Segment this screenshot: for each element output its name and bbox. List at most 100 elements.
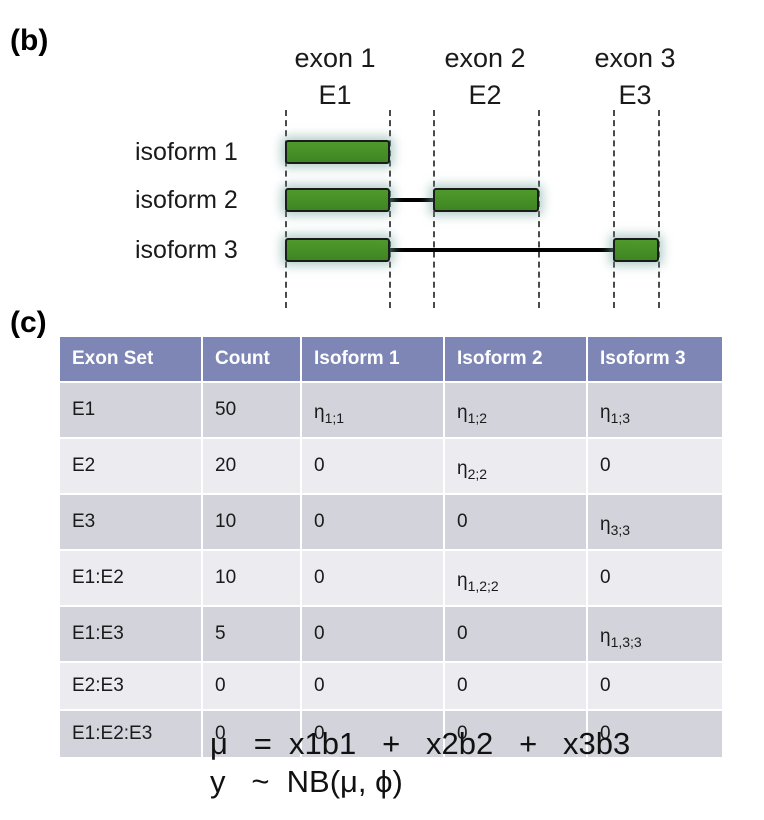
- cell-value: E2: [72, 455, 96, 476]
- cell-value: 0: [457, 723, 468, 744]
- header-exon-set: Exon Set: [60, 337, 203, 382]
- cell-value: 5: [215, 623, 226, 644]
- table-cell: 0: [587, 661, 722, 710]
- cell-value: 50: [215, 399, 237, 420]
- cell-value: 0: [457, 511, 468, 532]
- cell-value: 0: [215, 723, 226, 744]
- cell-value: 0: [314, 675, 325, 696]
- exon3-right-boundary: [658, 110, 660, 308]
- header-isoform-1: Isoform 1: [301, 337, 445, 382]
- panel-c-label: (c): [10, 306, 47, 339]
- cell-value: E2:E3: [72, 675, 124, 696]
- table-cell: η1;1: [301, 381, 445, 438]
- table-cell: 0: [301, 493, 445, 550]
- table-cell: E2: [60, 437, 203, 494]
- cell-value: 10: [215, 511, 237, 532]
- cell-subscript: 1;1: [324, 409, 345, 426]
- cell-value: 0: [314, 455, 325, 476]
- table-cell: 0: [202, 709, 302, 757]
- cell-value: E1:E2: [72, 567, 124, 588]
- panel-b-label: (b): [10, 24, 49, 57]
- exon-id: E2: [468, 80, 502, 110]
- table-cell: η1;2: [444, 381, 588, 438]
- table-cell: E1:E3: [60, 605, 203, 662]
- table-cell: 0: [301, 661, 445, 710]
- table-cell: E1: [60, 381, 203, 438]
- cell-value: 0: [600, 567, 611, 588]
- cell-value: 0: [314, 723, 325, 744]
- cell-value: η: [457, 458, 468, 480]
- table-cell: 0: [587, 437, 722, 494]
- table-cell: η3;3: [587, 493, 722, 550]
- exon1-right-boundary: [389, 110, 391, 308]
- exon-header-2: exon 2 E2: [415, 40, 555, 114]
- table-header-row: Exon Set Count Isoform 1 Isoform 2 Isofo…: [60, 337, 722, 382]
- exon-name: exon 3: [594, 43, 676, 73]
- header-isoform-3: Isoform 3: [587, 337, 722, 382]
- cell-value: η: [457, 402, 468, 424]
- table-cell: 0: [444, 661, 588, 710]
- table-cell: η1,3;3: [587, 605, 722, 662]
- isoform-1-label: isoform 1: [135, 138, 238, 166]
- distribution-formula: y ~ NB(μ, ϕ): [210, 764, 403, 799]
- cell-subscript: 1;3: [610, 409, 631, 426]
- table-cell: 10: [202, 493, 302, 550]
- table-row: E1:E2 10 0 η1,2;2 0: [60, 549, 722, 606]
- table-cell: 0: [301, 605, 445, 662]
- table-cell: E2:E3: [60, 661, 203, 710]
- table-cell: 0: [444, 709, 588, 757]
- header-isoform-2: Isoform 2: [444, 337, 588, 382]
- isoform-3-intron-line: [389, 248, 615, 252]
- cell-value: 20: [215, 455, 237, 476]
- cell-value: 0: [314, 623, 325, 644]
- cell-value: η: [457, 570, 468, 592]
- isoform-2-intron-line: [389, 198, 435, 202]
- isoform-1-exon-1-bar: [285, 140, 390, 164]
- table-row: E2 20 0 η2;2 0: [60, 437, 722, 494]
- table-cell: η1;3: [587, 381, 722, 438]
- cell-value: η: [314, 402, 325, 424]
- exon-id: E3: [618, 80, 652, 110]
- table-cell: 0: [301, 549, 445, 606]
- cell-value: 0: [600, 675, 611, 696]
- cell-value: 0: [314, 511, 325, 532]
- exon2-right-boundary: [538, 110, 540, 308]
- cell-value: 0: [314, 567, 325, 588]
- exon-name: exon 1: [294, 43, 376, 73]
- table-cell: 20: [202, 437, 302, 494]
- cell-subscript: 1,2;2: [467, 577, 499, 594]
- exon-header-1: exon 1 E1: [265, 40, 405, 114]
- isoform-2-exon-2-bar: [433, 188, 539, 212]
- exon-header-3: exon 3 E3: [565, 40, 705, 114]
- cell-subscript: 2;2: [467, 465, 488, 482]
- cell-value: η: [600, 626, 611, 648]
- isoform-3-exon-3-bar: [613, 238, 659, 262]
- table-cell: 10: [202, 549, 302, 606]
- table-cell: 5: [202, 605, 302, 662]
- cell-value: 0: [215, 675, 226, 696]
- table-cell: 0: [301, 437, 445, 494]
- table-cell: 0: [301, 709, 445, 757]
- table-cell: 0: [587, 709, 722, 757]
- table-row: E1:E2:E3 0 0 0 0: [60, 709, 722, 757]
- table-cell: η2;2: [444, 437, 588, 494]
- cell-value: η: [600, 402, 611, 424]
- isoform-3-label: isoform 3: [135, 236, 238, 264]
- cell-value: 0: [457, 675, 468, 696]
- cell-value: 0: [457, 623, 468, 644]
- table-cell: E1:E2:E3: [60, 709, 203, 757]
- header-count: Count: [202, 337, 302, 382]
- table-cell: η1,2;2: [444, 549, 588, 606]
- cell-value: E1:E3: [72, 623, 124, 644]
- exon-id: E1: [318, 80, 352, 110]
- table-cell: E1:E2: [60, 549, 203, 606]
- table-row: E2:E3 0 0 0 0: [60, 661, 722, 710]
- cell-value: 0: [600, 455, 611, 476]
- exon-set-table: Exon Set Count Isoform 1 Isoform 2 Isofo…: [60, 337, 722, 757]
- mean-formula: μ = x1b1 + x2b2 + x3b3: [210, 726, 631, 761]
- cell-subscript: 1,3;3: [610, 633, 642, 650]
- table-cell: 0: [444, 605, 588, 662]
- cell-value: 0: [600, 723, 611, 744]
